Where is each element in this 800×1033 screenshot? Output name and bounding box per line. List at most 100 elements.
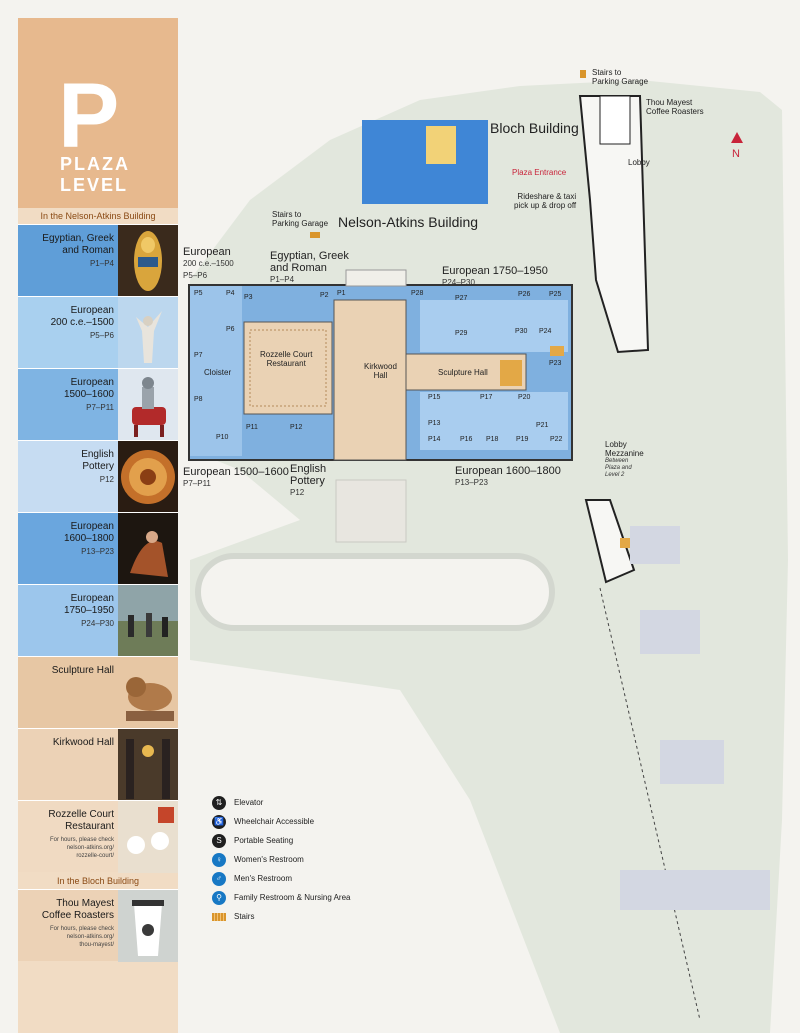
room-p13: P13 — [428, 420, 441, 427]
stairs-icon — [550, 346, 564, 356]
parking-block — [620, 870, 770, 910]
parking-block — [630, 526, 680, 564]
room-p8: P8 — [194, 396, 203, 403]
section-label-bloch: In the Bloch Building — [56, 876, 140, 886]
level-letter: P — [58, 65, 120, 167]
mens-restroom-icon: ♂ — [212, 872, 226, 886]
level-name: PLAZA LEVEL — [60, 154, 130, 195]
room-p24: P24 — [539, 328, 552, 335]
parking-block — [640, 610, 700, 654]
room-p21: P21 — [536, 422, 549, 429]
label-sculpture-hall: Sculpture Hall — [438, 368, 488, 377]
room-p26: P26 — [518, 291, 531, 298]
legend-item-code: P24–P30 — [81, 619, 114, 628]
courtyard-tables-icon — [118, 801, 178, 873]
room-p28: P28 — [411, 290, 424, 297]
legend-item-code: P7–P11 — [86, 403, 114, 412]
walkway — [599, 587, 701, 1021]
legend-item-code: P12 — [99, 475, 114, 484]
south-steps — [335, 479, 407, 543]
north-label: N — [732, 148, 740, 160]
room-p25: P25 — [549, 291, 562, 298]
label-stairs-garage-nelson: Stairs to Parking Garage — [272, 210, 329, 228]
room-p14: P14 — [428, 436, 441, 443]
room-p11: P11 — [246, 424, 258, 431]
label-bloch-building: Bloch Building — [490, 120, 579, 136]
label-rideshare: Rideshare & taxi pick up & drop off — [514, 192, 577, 210]
legend-item-note: For hours, please check nelson-atkins.or… — [49, 926, 114, 948]
legend-item-name: Rozzelle Court Restaurant — [48, 809, 114, 832]
key-family-restroom: ⚲Family Restroom & Nursing Area — [212, 891, 392, 907]
angel-statue-icon — [118, 297, 178, 369]
stairs-icon — [620, 538, 630, 548]
legend-item-name: European 200 c.e.–1500 — [50, 305, 114, 328]
legend-item-code: P13–P23 — [81, 547, 114, 556]
legend-item-code: P1–P4 — [89, 259, 114, 268]
lion-sculpture-icon — [118, 657, 178, 729]
west-galleries — [190, 286, 242, 456]
room-p6: P6 — [226, 326, 235, 333]
legend-item-name: Egyptian, Greek and Roman — [42, 233, 114, 256]
room-p20: P20 — [518, 394, 531, 401]
rozzelle-court — [243, 321, 333, 415]
stairs-icon — [580, 70, 586, 78]
room-p16: P16 — [460, 436, 473, 443]
bloch-lobby-block — [599, 95, 631, 145]
key-elevator: ⇅Elevator — [212, 796, 392, 812]
room-p23: P23 — [549, 360, 562, 367]
kirkwood-hall — [333, 299, 407, 461]
key-womens-restroom: ♀Women's Restroom — [212, 853, 392, 869]
legend-item-code: P5–P6 — [89, 331, 114, 340]
label-rozzelle-court: Rozzelle Court Restaurant — [260, 350, 313, 368]
room-p17: P17 — [480, 394, 493, 401]
wheelchair-icon: ♿ — [212, 815, 226, 829]
label-cloister: Cloister — [204, 368, 232, 377]
legend-item-kirkwood-hall[interactable]: Kirkwood Hall — [18, 728, 178, 801]
driveway — [195, 553, 555, 631]
room-p4: P4 — [226, 290, 235, 297]
legend-item-name: European 1750–1950 — [63, 593, 114, 616]
room-p29: P29 — [455, 330, 468, 337]
womens-restroom-icon: ♀ — [212, 853, 226, 867]
stairs-icon — [310, 232, 320, 238]
room-p30: P30 — [515, 328, 528, 335]
impressionist-painting-icon — [118, 585, 178, 657]
label-plaza-entrance: Plaza Entrance — [512, 168, 567, 177]
legend-item-sculpture-hall[interactable]: Sculpture Hall — [18, 656, 178, 729]
north-arrow-icon — [731, 132, 743, 143]
lobby-mezzanine — [584, 499, 636, 584]
elevator-icon: ⇅ — [212, 796, 226, 810]
decorated-plate-icon — [118, 441, 178, 513]
legend-item-name: Thou Mayest Coffee Roasters — [41, 898, 114, 921]
bloch-building — [578, 95, 650, 354]
legend-item-name: Kirkwood Hall — [52, 737, 114, 748]
label-nelson-building: Nelson-Atkins Building — [338, 214, 479, 230]
lawn-panel — [426, 126, 456, 164]
coffee-cup-icon — [118, 890, 178, 962]
room-p15: P15 — [428, 394, 441, 401]
legend-item-name: English Pottery — [81, 449, 114, 472]
armored-knight-icon — [118, 369, 178, 441]
sarcophagus-icon — [118, 225, 178, 297]
room-p3: P3 — [244, 294, 253, 301]
room-p10: P10 — [216, 434, 229, 441]
stairs-icon — [212, 913, 226, 921]
columned-hall-icon — [118, 729, 178, 801]
room-p19: P19 — [516, 436, 529, 443]
